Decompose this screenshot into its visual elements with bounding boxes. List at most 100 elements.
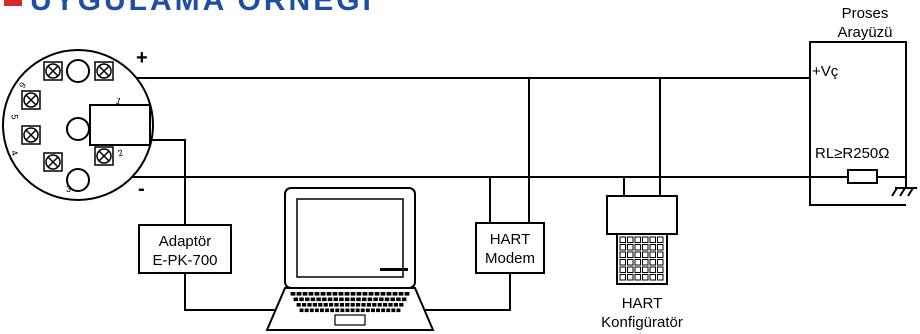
laptop-key	[307, 303, 312, 307]
laptop-key	[386, 308, 391, 313]
laptop-key	[344, 292, 350, 296]
laptop-key	[356, 292, 362, 296]
terminal-screw-icon	[94, 146, 114, 166]
laptop-key	[381, 308, 386, 313]
process-interface-title-line1: Proses	[841, 5, 889, 22]
terminal-screw-icon	[43, 61, 63, 81]
process-interface-title-line2: Arayüzü	[837, 24, 893, 41]
adapter-label-line2: E-PK-700	[152, 252, 218, 269]
laptop-key	[299, 297, 304, 302]
laptop-key	[302, 292, 308, 296]
laptop-key	[333, 297, 338, 302]
laptop-key	[308, 292, 314, 296]
laptop-key	[367, 297, 373, 302]
laptop-key	[350, 303, 355, 307]
laptop-key	[323, 303, 328, 307]
laptop-key	[377, 303, 382, 307]
keypad-key	[649, 251, 656, 258]
hart-configurator	[606, 195, 678, 285]
laptop-key	[356, 297, 361, 302]
laptop-key	[335, 308, 340, 313]
keypad-key	[657, 259, 664, 266]
keypad-key	[634, 236, 641, 243]
negative-terminal-label: -	[138, 178, 145, 200]
keypad-key	[642, 251, 649, 258]
adapter-cable	[150, 139, 186, 224]
laptop-key	[372, 303, 377, 307]
keypad-key	[649, 236, 656, 243]
load-resistor	[847, 169, 878, 184]
keypad-key	[619, 259, 626, 266]
laptop-key	[362, 297, 367, 302]
terminal-number-5: 5	[9, 114, 20, 120]
laptop-key	[390, 297, 395, 302]
laptop-key	[384, 297, 390, 302]
configurator-label-line2: Konfigüratör	[601, 314, 683, 331]
adapter-to-laptop-cable	[184, 274, 280, 311]
laptop-key	[304, 308, 309, 313]
keypad-key	[627, 244, 634, 251]
laptop-key	[314, 292, 320, 296]
terminal-screw-icon	[43, 152, 63, 172]
mounting-hole-bottom	[66, 168, 90, 192]
laptop-key	[329, 303, 334, 307]
keypad-key	[642, 274, 649, 281]
laptop-key	[344, 297, 350, 302]
laptop-key	[320, 308, 324, 313]
keypad-key	[642, 259, 649, 266]
keypad-key	[657, 236, 664, 243]
keypad-key	[657, 244, 664, 251]
laptop-screen	[296, 198, 404, 278]
laptop-key	[338, 292, 344, 296]
keypad-key	[619, 251, 626, 258]
laptop-key	[396, 308, 401, 313]
laptop-key	[305, 297, 310, 302]
laptop-key	[396, 297, 401, 302]
process-interface-title: Proses Arayüzü	[810, 4, 920, 42]
laptop-key	[330, 308, 335, 313]
laptop-key	[322, 297, 327, 302]
keypad-key	[642, 266, 649, 273]
laptop-key	[340, 308, 345, 313]
keypad-key	[627, 259, 634, 266]
terminal-number-3: 3	[66, 184, 72, 194]
laptop-touchpad	[334, 314, 366, 326]
laptop-key	[309, 308, 314, 313]
laptop-key	[350, 297, 356, 302]
laptop-key	[373, 297, 378, 302]
laptop-key	[392, 292, 398, 296]
configurator-label: HART Konfigüratör	[582, 294, 702, 332]
keypad-key	[657, 274, 664, 281]
adapter-box: Adaptör E-PK-700	[138, 224, 232, 274]
laptop-key	[334, 303, 339, 307]
keypad-key	[634, 244, 641, 251]
keypad-key	[619, 266, 626, 273]
laptop-key	[393, 303, 398, 307]
diagram-heading: UYGULAMA ÖRNEĞİ	[4, 0, 374, 16]
keypad-key	[634, 266, 641, 273]
load-resistor-label: RL≥R250Ω	[815, 145, 890, 162]
keypad-key	[657, 251, 664, 258]
keypad-key	[657, 266, 664, 273]
laptop-icon	[265, 187, 435, 331]
laptop-key	[320, 292, 326, 296]
laptop-key	[386, 292, 392, 296]
keypad-key	[642, 244, 649, 251]
keypad-key	[634, 274, 641, 281]
laptop-key	[326, 292, 332, 296]
programming-port	[89, 104, 151, 146]
laptop-key	[332, 292, 338, 296]
terminal-screw-icon	[94, 61, 114, 81]
keypad-key	[649, 244, 656, 251]
keypad-key	[642, 236, 649, 243]
process-interface-box	[809, 41, 907, 206]
laptop-key	[296, 292, 302, 296]
laptop-key	[361, 303, 366, 307]
keypad-key	[634, 251, 641, 258]
mounting-hole-top	[66, 59, 90, 83]
heading-text: UYGULAMA ÖRNEĞİ	[30, 0, 374, 17]
laptop-key	[312, 303, 317, 307]
laptop-key	[404, 292, 410, 296]
laptop-key	[398, 292, 404, 296]
keypad-key	[627, 274, 634, 281]
